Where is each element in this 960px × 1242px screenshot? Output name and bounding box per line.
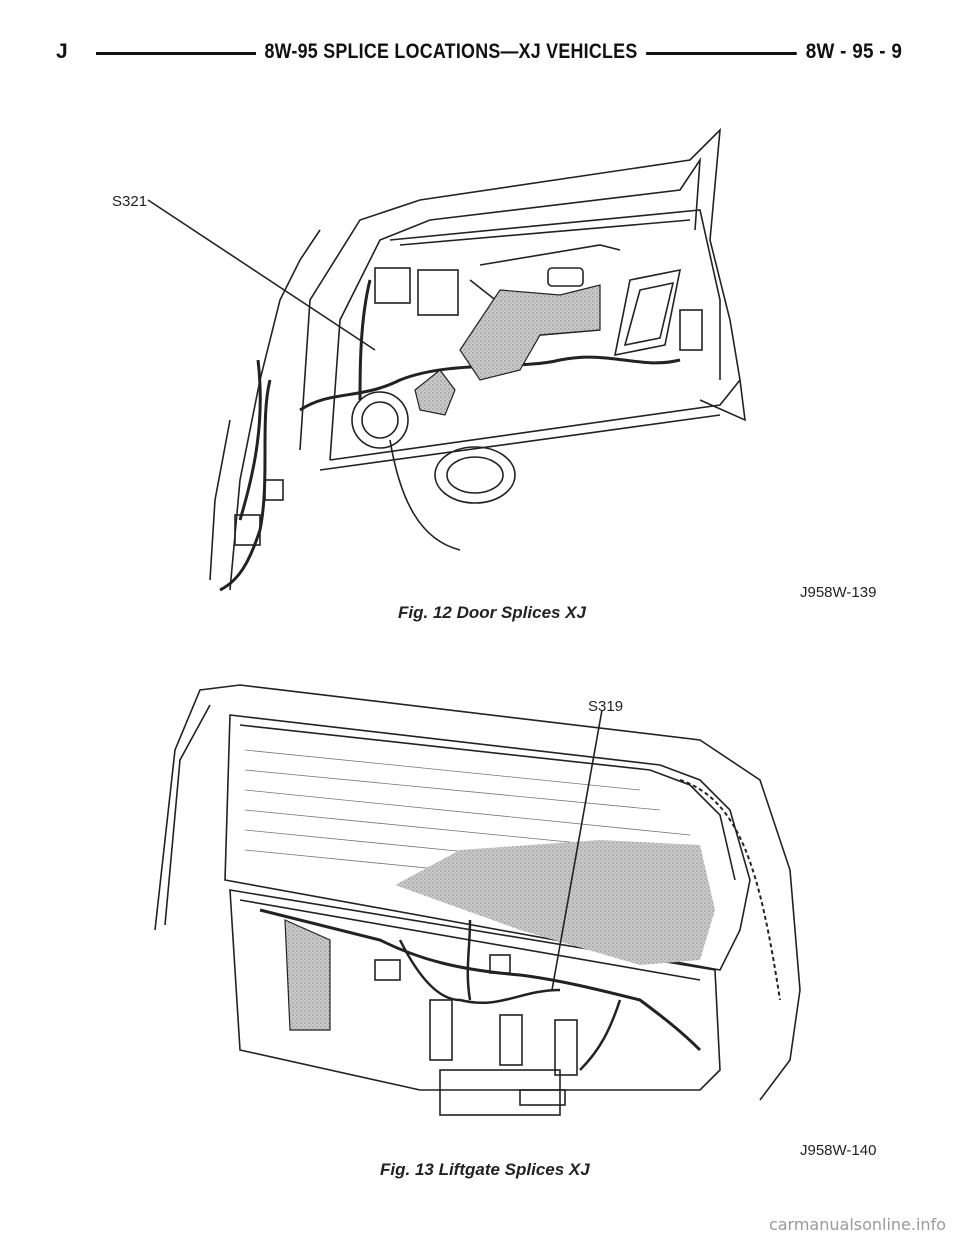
door-illustration (147, 127, 746, 592)
page-header: J 8W-95 SPLICE LOCATIONS—XJ VEHICLES 8W … (56, 40, 902, 72)
figure-liftgate-splices: S319 J958W-140 Fig. 13 Liftgate Splices … (0, 670, 960, 1190)
header-rule-left (96, 52, 276, 55)
callout-label: S319 (588, 698, 624, 715)
header-title: 8W-95 SPLICE LOCATIONS—XJ VEHICLES (256, 40, 646, 64)
liftgate-illustration (154, 684, 801, 1116)
figure-door-splices: S321 J958W-139 Fig. 12 Door Splices XJ (0, 120, 960, 622)
header-section-letter: J (56, 40, 78, 64)
watermark: carmanualsonline.info (768, 1215, 946, 1234)
header-page-number: 8W - 95 - 9 (796, 40, 902, 64)
figure-code: J958W-140 (800, 1142, 877, 1159)
header-rule-right (616, 52, 846, 55)
callout-label: S321 (112, 193, 148, 210)
figure-caption: Fig. 12 Door Splices XJ (398, 603, 587, 622)
figure-code: J958W-139 (800, 584, 877, 601)
figure-caption: Fig. 13 Liftgate Splices XJ (380, 1160, 590, 1179)
